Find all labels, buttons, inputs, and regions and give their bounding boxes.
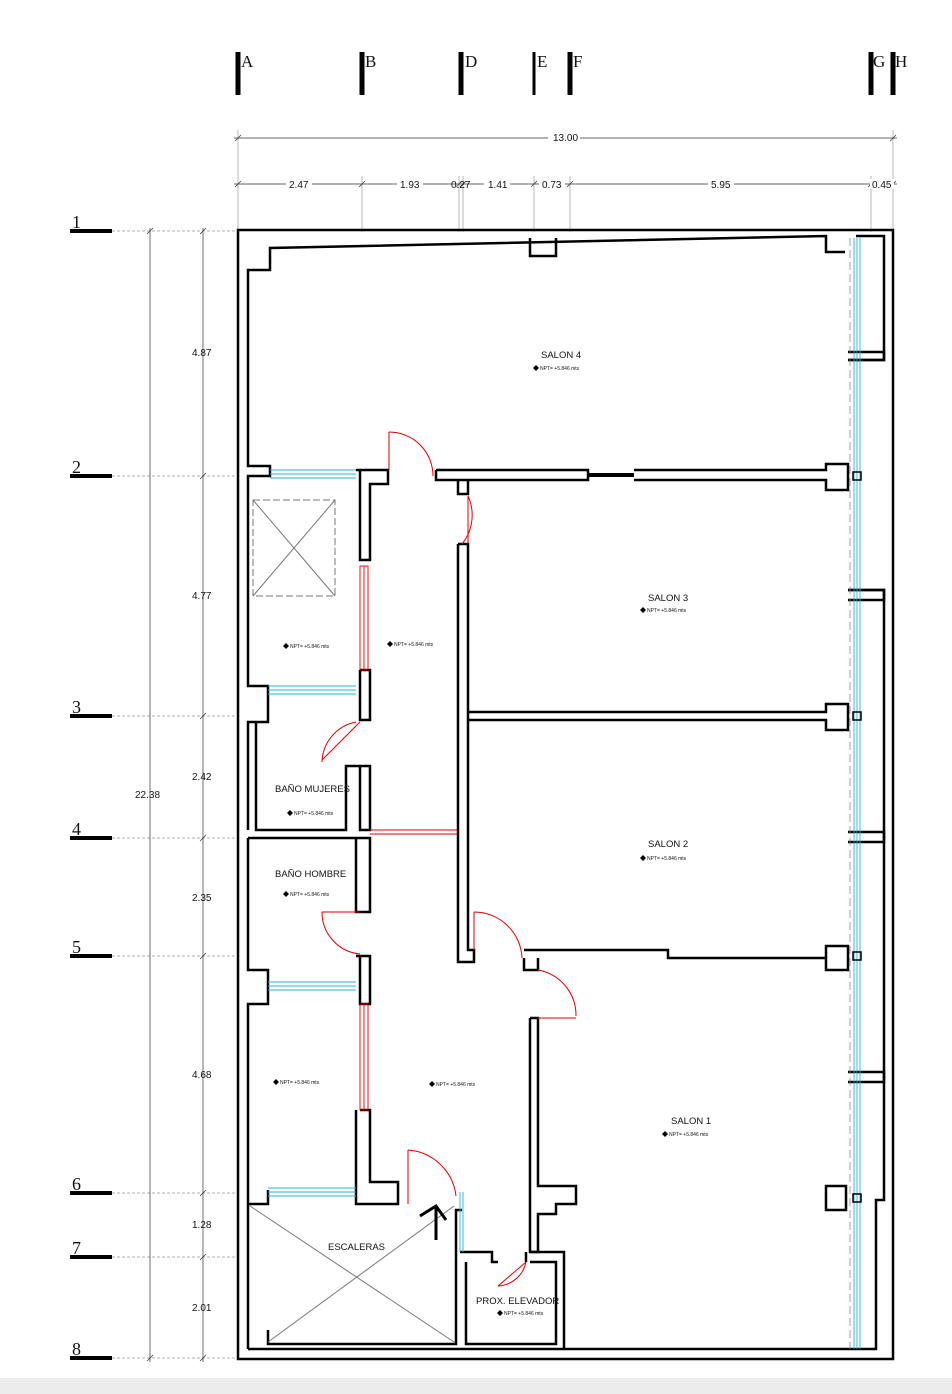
room-label-salon2: SALON 2: [648, 839, 688, 850]
level-label-lower-room: NPT= +5.846 mts: [280, 1080, 320, 1086]
level-label-salon4: NPT= +5.846 mts: [540, 366, 580, 372]
dim-overall-width: 13.00: [553, 133, 578, 144]
level-label-elevador: NPT= +5.846 mts: [504, 1311, 544, 1317]
dim-overall-height: 22.38: [135, 790, 160, 801]
dim-span-gh: 0.45: [872, 180, 892, 191]
room-label-bano-hombre: BAÑO HOMBRE: [275, 869, 346, 880]
left-dimension-lines: [146, 227, 207, 1362]
axis-label-2: 2: [72, 457, 81, 477]
axis-label-5: 5: [72, 937, 81, 957]
interior-walls: [248, 350, 886, 1349]
red-partitions: [359, 565, 458, 1111]
level-label-corridor-lower: NPT= +5.846 mts: [436, 1082, 476, 1088]
axis-label-b: B: [365, 52, 376, 71]
dim-span-5-6: 4.68: [192, 1070, 212, 1081]
dim-span-1-2: 4.87: [192, 348, 212, 359]
level-label-salon2: NPT= +5.846 mts: [647, 856, 687, 862]
column-axes: [235, 52, 896, 95]
level-label-bano-mujeres: NPT= +5.846 mts: [294, 811, 334, 817]
level-label-corridor-upper: NPT= +5.846 mts: [394, 642, 434, 648]
dim-span-4-5: 2.35: [192, 893, 212, 904]
dim-mask: [548, 133, 580, 143]
dim-span-bc: 1.93: [400, 180, 420, 191]
axis-label-d: D: [465, 52, 477, 71]
level-label-bano-hombre: NPT= +5.846 mts: [290, 892, 330, 898]
axis-label-3: 3: [72, 697, 81, 717]
dim-span-7-8: 2.01: [192, 1303, 212, 1314]
room-label-salon4: SALON 4: [541, 350, 581, 361]
room-label-prox-elevador: PROX. ELEVADOR: [476, 1296, 559, 1307]
top-span-labels: [286, 179, 894, 189]
dim-span-ef: 0.73: [542, 180, 562, 191]
dim-span-2-3: 4.77: [192, 591, 212, 602]
level-marker-icons: [273, 365, 668, 1316]
room-label-salon3: SALON 3: [648, 593, 688, 604]
dim-span-6-7: 1.28: [192, 1220, 212, 1231]
row-grid-lines: [112, 230, 238, 1359]
axis-label-e: E: [537, 52, 547, 71]
level-label-shaft-room: NPT= +5.846 mts: [290, 644, 330, 650]
shaft-void: [252, 499, 336, 597]
room-label-escaleras: ESCALERAS: [328, 1242, 385, 1253]
east-window-strip: [849, 238, 862, 1349]
interior-windows: [268, 469, 464, 1252]
axis-label-1: 1: [72, 212, 81, 232]
dim-span-cd: 0.27: [451, 180, 471, 191]
axis-label-7: 7: [72, 1238, 81, 1258]
axis-label-h: H: [895, 52, 907, 71]
axis-label-4: 4: [72, 819, 81, 839]
stairs-void: [249, 1205, 455, 1343]
level-label-salon1: NPT= +5.846 mts: [669, 1132, 709, 1138]
level-label-salon3: NPT= +5.846 mts: [647, 608, 687, 614]
axis-label-8: 8: [72, 1339, 81, 1359]
dim-span-ab: 2.47: [289, 180, 309, 191]
column-grid-lines: [237, 130, 894, 232]
axis-label-f: F: [573, 52, 582, 71]
dim-span-3-4: 2.42: [192, 772, 212, 783]
bottom-edge-bar: [0, 1378, 952, 1394]
row-axes: [70, 229, 112, 1360]
stair-direction-arrow-icon: [419, 1203, 448, 1240]
dim-span-de: 1.41: [488, 180, 508, 191]
axis-label-6: 6: [72, 1174, 81, 1194]
axis-label-g: G: [873, 52, 885, 71]
doors: [321, 431, 577, 1287]
axis-label-a: A: [241, 52, 254, 71]
dim-span-fg: 5.95: [711, 180, 731, 191]
room-label-salon1: SALON 1: [671, 1116, 711, 1127]
room-label-bano-mujeres: BAÑO MUJERES: [275, 784, 350, 795]
